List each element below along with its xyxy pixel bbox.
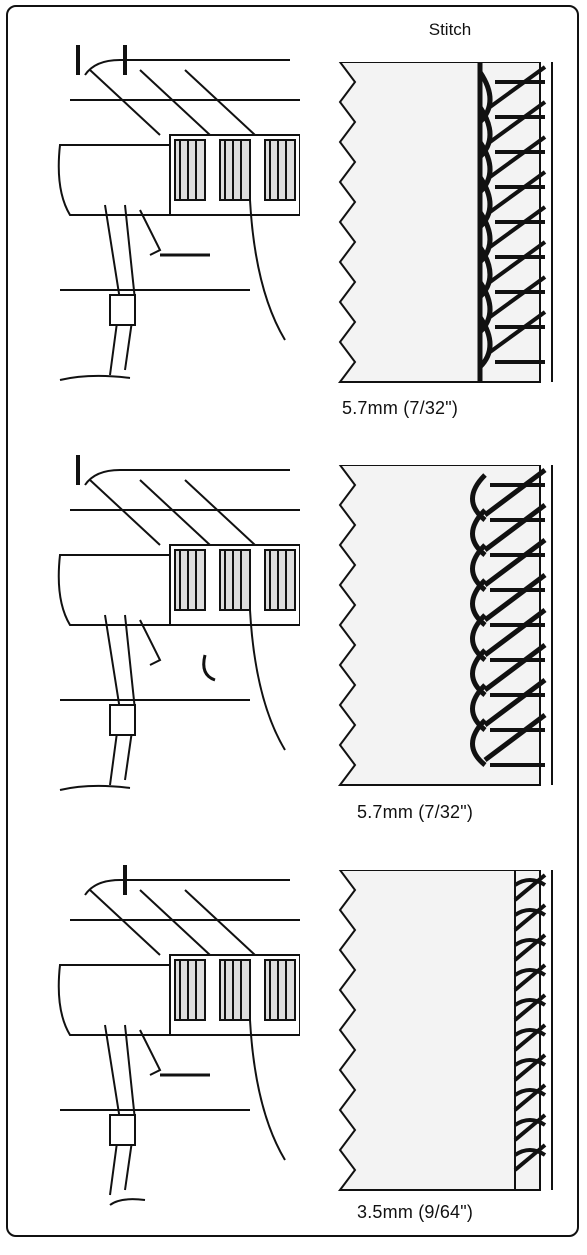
stitch-sample-2: [338, 465, 553, 786]
stitch-width-caption: 5.7mm (7/32"): [357, 802, 474, 822]
machine-illustration-3: [57, 865, 300, 1206]
stitch-width-caption: 5.7mm (7/32"): [342, 398, 459, 418]
stitch-sample-1: [338, 62, 553, 383]
diagram-frame: [6, 5, 579, 1237]
panel-2: 5.7mm (7/32"): [0, 450, 587, 845]
machine-illustration-2: [57, 455, 300, 791]
stitch-width-caption: 3.5mm (9/64"): [357, 1202, 474, 1222]
machine-illustration-1: [57, 45, 300, 381]
stitch-sample-3: [338, 870, 553, 1191]
stitch-column-header: Stitch: [428, 20, 472, 39]
panel-1: 5.7mm (7/32"): [0, 40, 587, 435]
panel-3: 3.5mm (9/64"): [0, 860, 587, 1255]
